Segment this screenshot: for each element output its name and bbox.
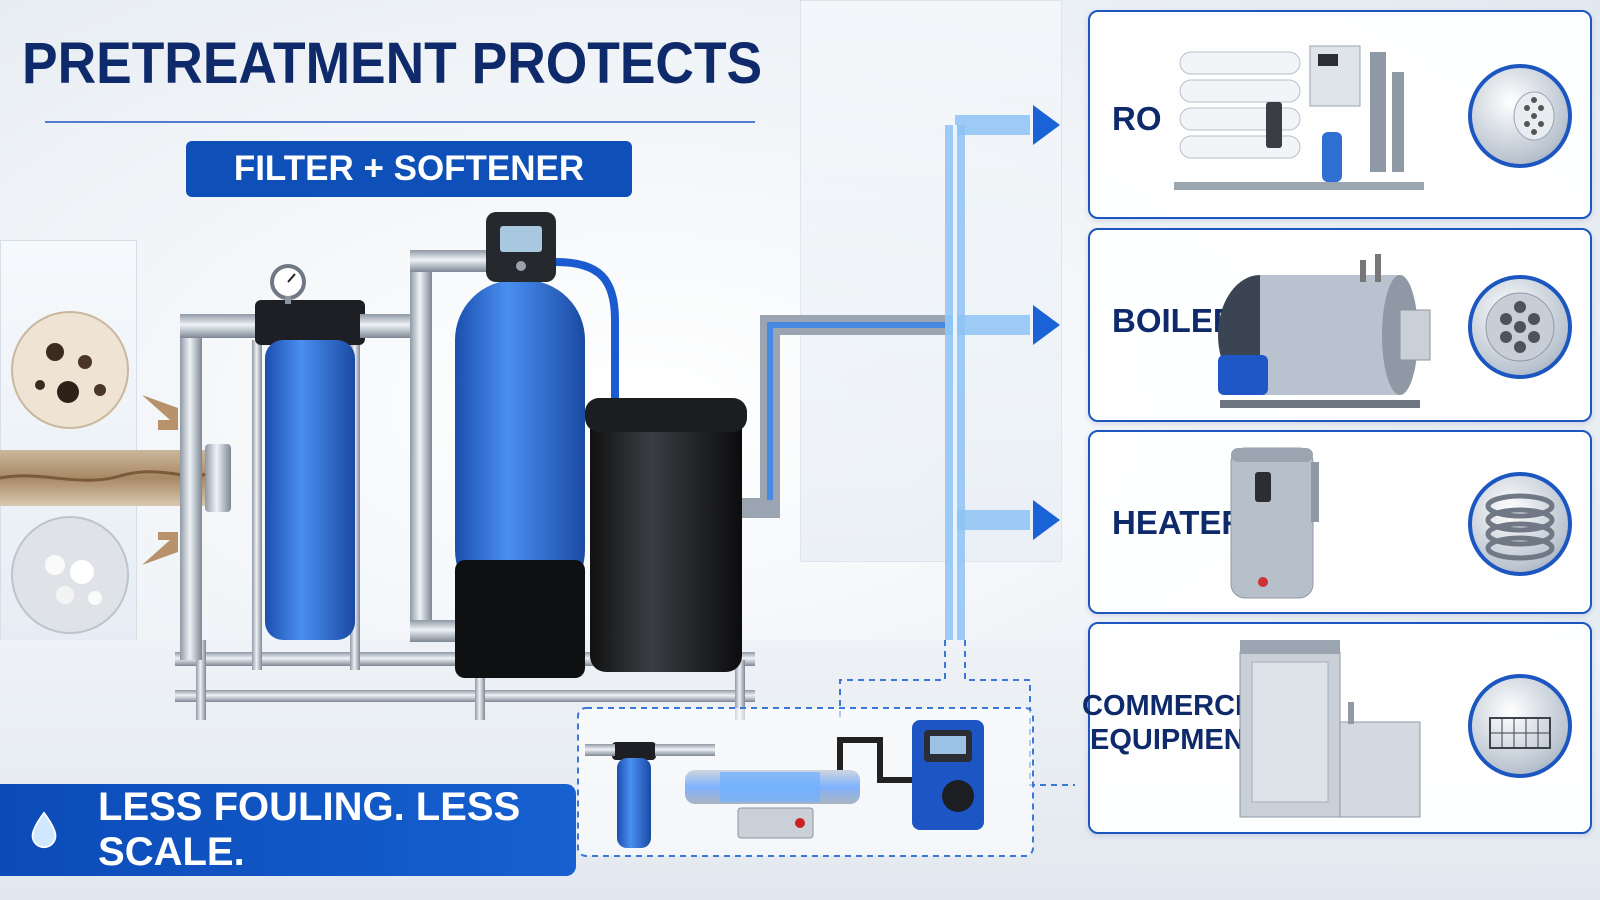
- distribution-manifold: [945, 115, 1030, 640]
- boiler-flow-arrow-icon: [1033, 305, 1060, 345]
- title-divider: [45, 121, 755, 123]
- auxiliary-cartridge-filter: [585, 742, 715, 848]
- subtitle-badge: FILTER + SOFTENER: [186, 141, 632, 197]
- uv-sterilizer: [685, 770, 860, 839]
- water-softener-tank: [455, 212, 585, 678]
- benefit-banner-text: LESS FOULING. LESS SCALE.: [98, 785, 521, 874]
- boiler-illustration: [1218, 254, 1431, 408]
- scale-arrow-icon: [142, 532, 178, 565]
- softener-bypass-pipe: [410, 260, 432, 640]
- pretreatment-system-illustration: [0, 105, 1075, 857]
- dishwasher-rack-icon: [1468, 674, 1572, 778]
- subtitle-text: FILTER + SOFTENER: [233, 149, 585, 188]
- uv-to-pump-pipe: [837, 737, 915, 783]
- feed-riser-pipe: [180, 320, 202, 660]
- background-window-mid: [800, 0, 1062, 562]
- brine-tank: [585, 398, 747, 672]
- brine-line-hose: [555, 258, 619, 400]
- cartridge-filter: [255, 264, 365, 640]
- softener-bottom-elbow: [410, 620, 460, 642]
- sediment-particles-bubble: [11, 311, 129, 429]
- commercial-equipment-panel: COMMERCIAL EQUIPMENT: [1082, 622, 1592, 834]
- membrane-element-icon: [1468, 64, 1572, 168]
- heater-panel: HEATER: [1088, 430, 1592, 614]
- heater-label: HEATER: [1112, 504, 1246, 541]
- commercial-dishwasher-illustration: [1239, 640, 1421, 818]
- boiler-label: BOILER: [1112, 302, 1237, 339]
- scale-crystals-bubble: [11, 516, 129, 634]
- heating-coil-icon: [1468, 472, 1572, 576]
- water-drop-icon: [31, 811, 57, 849]
- commercial-label-line2: EQUIPMENT: [1090, 724, 1263, 756]
- ro-flow-arrow-icon: [1033, 105, 1060, 145]
- ro-panel: RO: [1088, 10, 1592, 219]
- water-heater-illustration: [1230, 447, 1319, 599]
- commercial-dashed-connector: [839, 640, 1075, 786]
- sediment-arrow-icon: [142, 395, 178, 430]
- ro-label: RO: [1112, 100, 1162, 137]
- outlet-water-flow: [767, 322, 945, 500]
- softener-inlet-top-pipe: [410, 250, 490, 272]
- heater-flow-arrow-icon: [1033, 500, 1060, 540]
- chemical-dosing-pump: [912, 720, 984, 830]
- benefit-banner: LESS FOULING. LESS SCALE.: [0, 784, 576, 876]
- fire-tube-bundle-icon: [1468, 275, 1572, 379]
- ro-system-illustration: [1174, 45, 1424, 190]
- boiler-panel: BOILER: [1088, 228, 1592, 422]
- page-title: PRETREATMENT PROTECTS: [22, 31, 763, 96]
